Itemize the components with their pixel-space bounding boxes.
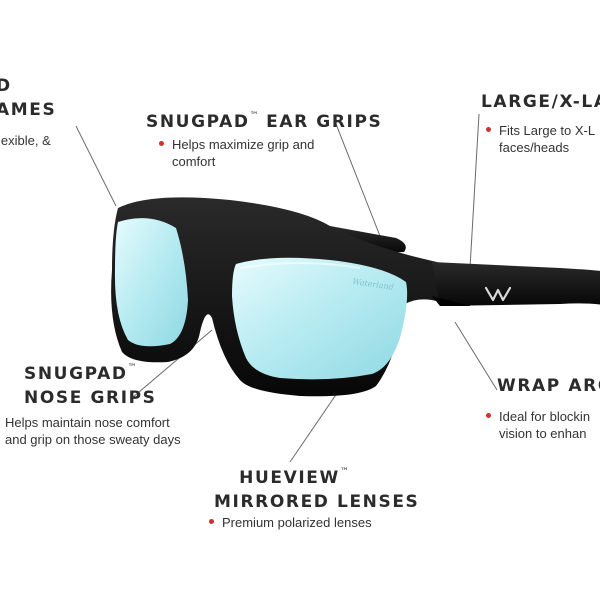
leader-wrap <box>454 321 498 391</box>
frames-title-line2: AMES <box>0 100 57 120</box>
bullet-dot <box>159 141 164 147</box>
lenses-title: HUEVIEW™ MIRRORED LENSES <box>214 467 420 512</box>
frames-bullet-text: lexible, & <box>0 133 51 148</box>
near-temple-arm <box>432 262 600 306</box>
w-logo-icon <box>484 286 512 302</box>
frames-title-line1: D <box>0 76 12 96</box>
wrap-bullet: Ideal for blockin vision to enhan <box>486 408 590 442</box>
leader-ear-grips <box>335 123 381 237</box>
frames-title: D AMES <box>0 74 56 122</box>
bullet-dot <box>486 413 491 419</box>
ear-grips-bullet: Helps maximize grip and comfort <box>159 136 314 170</box>
leader-nose-grips <box>131 329 213 399</box>
fit-bullet: Fits Large to X-L faces/heads <box>486 122 595 156</box>
nose-grips-bullet: Helps maintain nose comfort and grip on … <box>5 415 181 447</box>
left-lens <box>114 218 188 347</box>
bullet-dot <box>209 519 214 525</box>
bullet-dot <box>486 127 491 133</box>
fit-title: LARGE/X-LARG <box>481 92 600 112</box>
leader-frames <box>75 125 117 207</box>
lenses-bullet: Premium polarized lenses <box>209 514 372 531</box>
right-lens <box>232 257 408 380</box>
frames-bullet: lexible, & <box>0 132 51 149</box>
nose-grips-title: SNUGPAD™ NOSE GRIPS <box>24 363 157 408</box>
wrap-title: WRAP AROU <box>497 376 600 396</box>
leader-fit <box>469 113 480 269</box>
leader-lines <box>75 113 498 463</box>
ear-grips-title: SNUGPAD™ EAR GRIPS <box>146 111 383 132</box>
